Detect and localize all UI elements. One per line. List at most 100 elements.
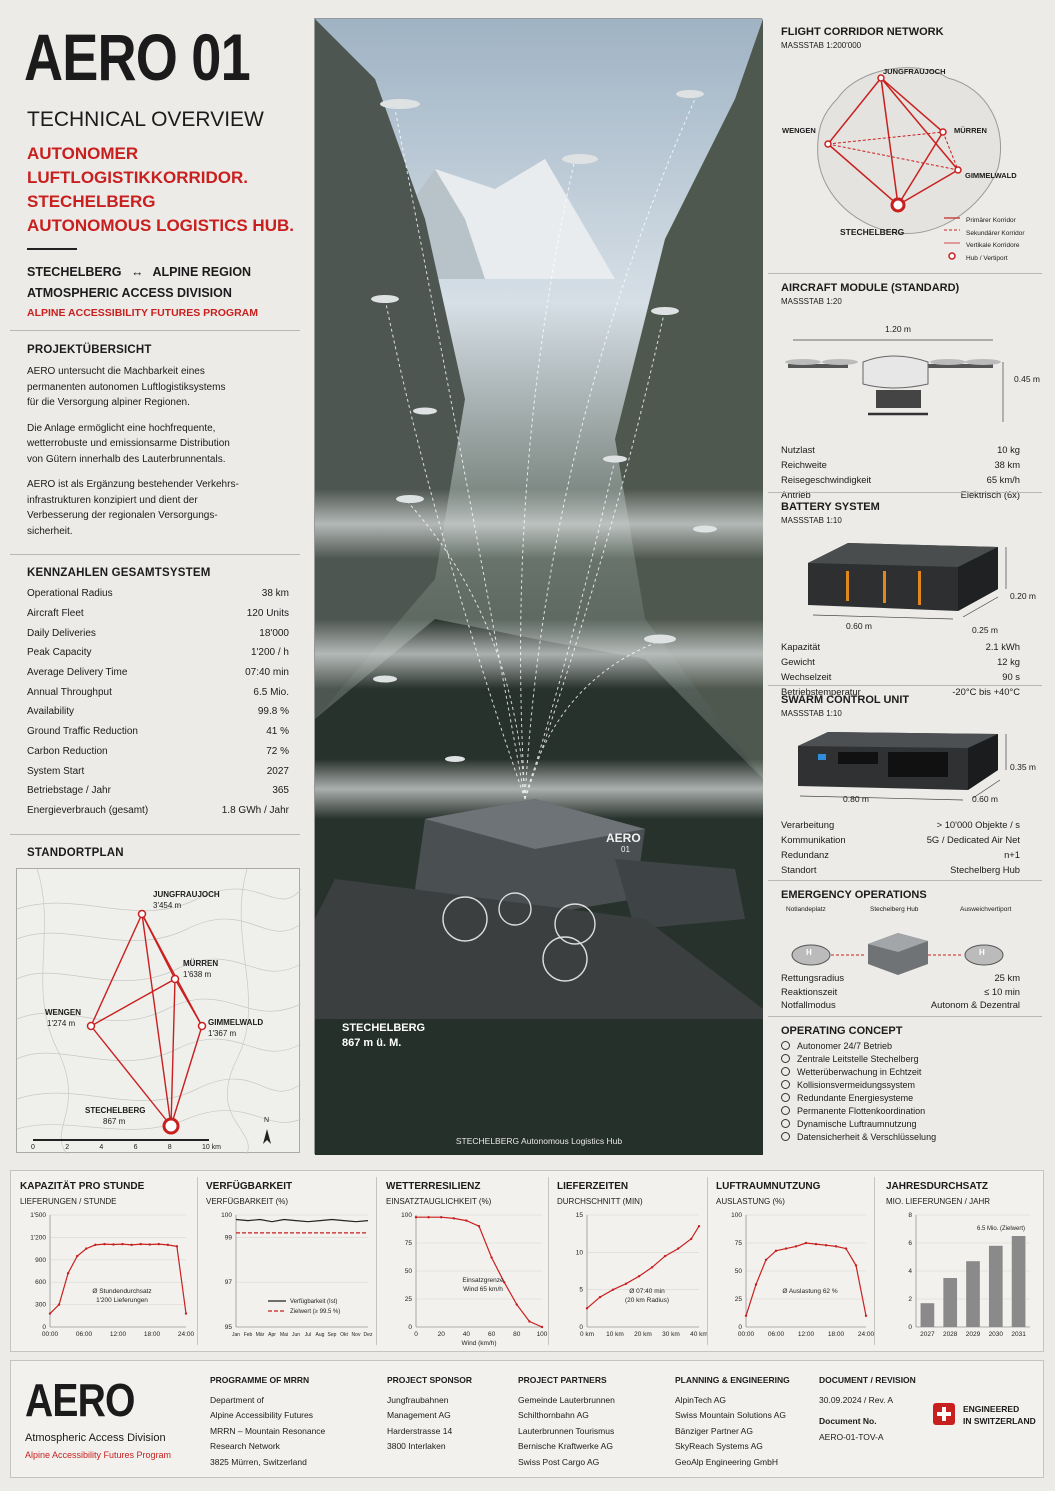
swarm-heading: SWARM CONTROL UNIT (781, 694, 910, 706)
place-label: WENGEN (45, 1008, 81, 1017)
footer-sponsor: PROJECT SPONSOR Jungfraubahnen Managemen… (387, 1373, 472, 1455)
kpi-row: Energieverbrauch (gesamt)1.8 GWh / Jahr (27, 801, 289, 821)
route-destination: ALPINE REGION (152, 265, 252, 279)
corridor-panel: FLIGHT CORRIDOR NETWORK MASSSTAB 1:200'0… (768, 18, 1042, 271)
kpi-label: Betriebstage / Jahr (27, 785, 111, 797)
site-plan-heading: STANDORTPLAN (27, 847, 124, 859)
chart-annotation: (20 km Radius) (625, 1297, 669, 1304)
data-point (764, 1258, 768, 1261)
footer-line: Department of (210, 1394, 264, 1405)
overview-line: Verbesserung der regionalen Versorgungs- (27, 510, 218, 521)
spec-row: Betriebstemperatur-20°C bis +40°C (768, 684, 1042, 699)
data-point (157, 1242, 160, 1246)
x-tick-label: Okt (340, 1332, 348, 1338)
kpi-label: Energieverbrauch (gesamt) (27, 804, 149, 816)
overview-line: von Gütern innerhalb des Lauterbrunnenta… (27, 453, 226, 465)
x-tick-label: Sep (328, 1332, 337, 1338)
overview-line: sicherheit. (27, 525, 73, 537)
data-point (528, 1320, 531, 1323)
spec-value: n+1 (1004, 849, 1020, 860)
data-point (663, 1254, 667, 1258)
spec-label: Nutzlast (781, 444, 815, 455)
hub-sign-number: 01 (621, 845, 630, 854)
footer-line: 3825 Mürren, Switzerland (210, 1456, 307, 1467)
concept-label: Redundante Energiesysteme (797, 1092, 914, 1103)
chart-title: WETTERRESILIENZ (386, 1181, 481, 1192)
bullet-icon (781, 1093, 790, 1102)
concept-item: Zentrale Leitstelle Stechelberg (781, 1052, 936, 1065)
battery-illustration (808, 543, 1007, 620)
spec-value: 65 km/h (986, 474, 1020, 485)
overview-line: infrastrukturen konzipiert und dient der (27, 494, 198, 506)
corridor-node: MÜRREN (954, 126, 987, 135)
photo-elevation: 867 m ü. M. (342, 1037, 402, 1049)
bullet-icon (781, 1119, 790, 1128)
spec-label: Kapazität (781, 641, 821, 652)
chart-title: VERFÜGBARKEIT (206, 1181, 293, 1192)
kpi-label: System Start (27, 765, 85, 777)
overview-heading: PROJEKTÜBERSICHT (27, 344, 152, 356)
page-title: AERO 01 (24, 20, 251, 94)
x-tick-label: 10 km (606, 1331, 624, 1338)
x-tick-label: Apr (268, 1332, 276, 1338)
data-point (103, 1242, 106, 1246)
kpi-label: Average Delivery Time (27, 667, 128, 679)
chart-title: KAPAZITÄT PRO STUNDE (20, 1181, 145, 1192)
place-altitude: 1'367 m (208, 1029, 237, 1038)
place-altitude: 3'454 m (153, 901, 182, 910)
spec-value: > 10'000 Objekte / s (936, 819, 1020, 830)
place-label: MÜRREN (183, 959, 219, 968)
x-tick-label: 00:00 (738, 1331, 755, 1338)
series-line (745, 1242, 867, 1316)
emergency-label: Ausweichvertiport (960, 906, 1012, 913)
corridor-heading: FLIGHT CORRIDOR NETWORK (781, 26, 944, 38)
red-headline-line: STECHELBERG (27, 192, 156, 211)
y-tick-label: 25 (405, 1296, 413, 1303)
data-point (540, 1325, 544, 1329)
footer-heading: DOCUMENT / REVISION (819, 1375, 916, 1385)
concept-item: Permanente Flottenkoordination (781, 1104, 936, 1117)
badge-line: IN SWITZERLAND (963, 1416, 1036, 1426)
data-point (452, 1217, 455, 1220)
footer-program: Alpine Accessibility Futures Program (25, 1450, 172, 1460)
legend-entry: Hub / Vertiport (966, 254, 1008, 262)
footer-division: Atmospheric Access Division (25, 1432, 166, 1444)
x-tick-label: 20 km (634, 1331, 652, 1338)
division-name: ATMOSPHERIC ACCESS DIVISION (27, 286, 232, 300)
chart-subtitle: VERFÜGBARKEIT (%) (206, 1197, 289, 1206)
data-point (490, 1256, 493, 1259)
y-tick-label: 0 (579, 1324, 583, 1331)
place-label: JUNGFRAUJOCH (153, 890, 220, 899)
footer-line: Bernische Kraftwerke AG (518, 1441, 613, 1451)
data-point (66, 1272, 70, 1275)
x-tick-label: 0 km (580, 1331, 594, 1338)
charts-strip: KAPAZITÄT PRO STUNDE LIEFERUNGEN / STUND… (10, 1170, 1044, 1352)
footer-line: Management AG (387, 1410, 451, 1420)
bar (943, 1278, 958, 1327)
corridor-scale: MASSSTAB 1:200'000 (781, 41, 862, 50)
place-altitude: 1'638 m (183, 970, 212, 979)
concept-item: Dynamische Luftraumnutzung (781, 1117, 936, 1130)
kpi-value: 2027 (266, 765, 289, 777)
corridor-node: JUNGFRAUJOCH (883, 67, 946, 76)
site-plan-map: JUNGFRAUJOCH 3'454 m MÜRREN 1'638 m WENG… (16, 868, 302, 1155)
data-point (57, 1303, 61, 1306)
overview-line: für die Versorgung alpiner Regionen. (27, 397, 190, 408)
series-line (49, 1243, 187, 1315)
emergency-diagram (791, 933, 1004, 975)
place-altitude: 1'274 m (47, 1019, 76, 1028)
concept-label: Kollisionsvermeidungssystem (797, 1079, 916, 1090)
bar (966, 1261, 980, 1327)
data-point (148, 1243, 151, 1246)
data-point (48, 1312, 52, 1315)
x-tick-label: 18:00 (828, 1331, 845, 1338)
